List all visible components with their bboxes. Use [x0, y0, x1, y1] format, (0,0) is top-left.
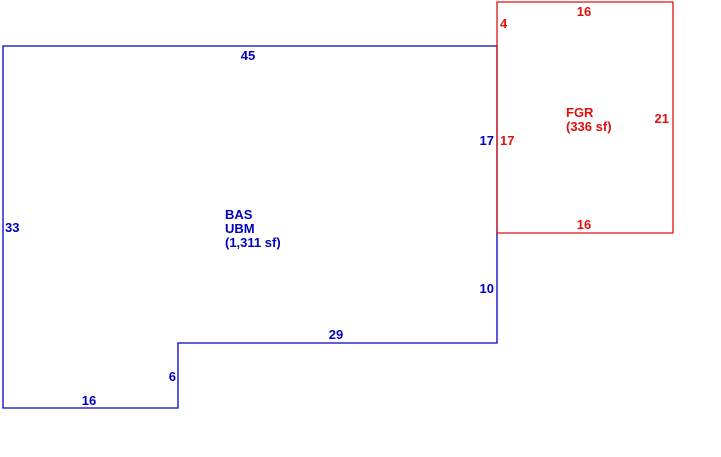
dim-garage-offset: 4 [500, 16, 508, 31]
garage-outline [496, 1, 674, 234]
dim-main-right-lower: 10 [480, 281, 494, 296]
dim-main-top: 45 [241, 48, 255, 63]
dim-garage-right: 21 [655, 111, 669, 126]
dim-main-right-upper: 17 [480, 133, 494, 148]
dim-garage-top: 16 [577, 4, 591, 19]
main-area-code-2: UBM [225, 221, 255, 236]
garage-sqft: (336 sf) [566, 119, 612, 134]
dim-garage-left: 17 [500, 133, 514, 148]
main-area-sqft: (1,311 sf) [225, 235, 281, 250]
dim-main-bottom: 16 [82, 393, 96, 408]
garage-code: FGR [566, 105, 594, 120]
dim-main-left: 33 [5, 220, 19, 235]
dim-garage-bottom: 16 [577, 217, 591, 232]
dim-main-step-height: 6 [169, 369, 176, 384]
main-area-code-1: BAS [225, 207, 253, 222]
dim-main-bottom-step: 29 [329, 327, 343, 342]
